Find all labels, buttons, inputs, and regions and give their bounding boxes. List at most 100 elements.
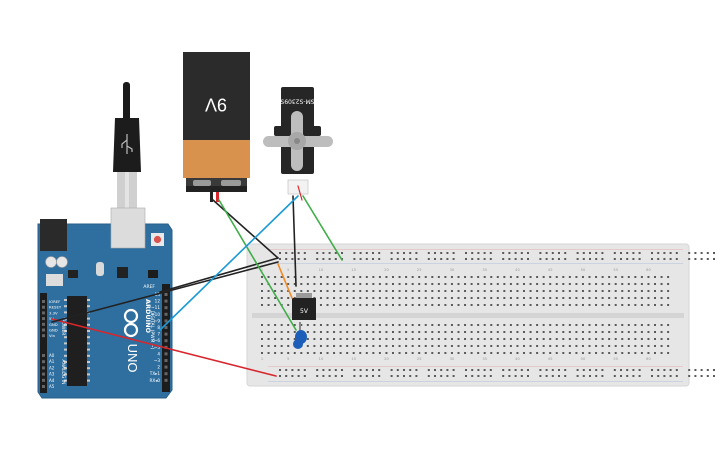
breadboard-hole xyxy=(601,297,604,299)
header-pin-hole[interactable] xyxy=(164,365,168,369)
breadboard-rail-hole xyxy=(613,375,616,377)
header-pin-hole[interactable] xyxy=(164,339,168,343)
breadboard-rail-hole xyxy=(669,369,672,371)
breadboard-hole xyxy=(621,331,624,333)
usb-cable-wire xyxy=(123,82,130,122)
breadboard-rail-hole xyxy=(365,369,368,371)
header-pin-hole[interactable] xyxy=(164,378,168,382)
breadboard-hole xyxy=(267,338,270,340)
breadboard-hole xyxy=(405,352,408,354)
header-pin-hole[interactable] xyxy=(164,293,168,296)
breadboard-rail-hole xyxy=(446,252,449,254)
breadboard-hole xyxy=(398,283,401,285)
breadboard-hole xyxy=(516,345,519,347)
usb-controller-chip xyxy=(117,267,128,278)
breadboard-rail-hole xyxy=(576,369,579,371)
header-pin-hole[interactable] xyxy=(42,372,45,376)
chip-pin xyxy=(64,299,67,301)
breadboard-hole xyxy=(319,290,322,292)
breadboard-hole xyxy=(575,283,578,285)
breadboard-hole xyxy=(431,297,434,299)
header-pin-hole[interactable] xyxy=(42,366,45,370)
breadboard-rail-hole xyxy=(545,375,548,377)
breadboard-hole xyxy=(261,338,263,340)
chip-pin xyxy=(64,305,67,308)
wire-green-servo xyxy=(302,195,343,261)
breadboard-hole xyxy=(667,290,670,292)
breadboard-hole xyxy=(319,283,322,285)
header-pin-hole[interactable] xyxy=(164,332,168,336)
breadboard-hole xyxy=(627,297,630,299)
breadboard-rail-hole xyxy=(576,252,579,254)
breadboard-hole xyxy=(483,283,486,285)
breadboard-hole xyxy=(437,283,440,285)
breadboard-hole xyxy=(523,276,525,278)
breadboard-rail-hole xyxy=(465,375,467,377)
header-pin-hole[interactable] xyxy=(42,311,45,315)
header-pin-hole[interactable] xyxy=(164,319,168,323)
header-pin-hole[interactable] xyxy=(164,306,168,310)
breadboard-rail-hole xyxy=(328,375,331,377)
breadboard-rail-hole xyxy=(297,252,300,254)
breadboard-hole xyxy=(287,283,290,285)
header-pin-hole[interactable] xyxy=(42,378,45,382)
header-pin-hole[interactable] xyxy=(42,328,45,332)
breadboard-hole xyxy=(667,338,670,340)
breadboard-rail-hole xyxy=(514,252,517,254)
chip-pin xyxy=(87,367,90,370)
header-pin-hole[interactable] xyxy=(42,322,45,326)
reset-button-cap[interactable] xyxy=(153,235,162,244)
breadboard-rail-hole xyxy=(558,258,560,260)
breadboard-rail-hole xyxy=(396,375,399,377)
power-pin-label: RESET xyxy=(49,305,62,310)
breadboard-rail-hole xyxy=(545,369,548,371)
header-pin-hole[interactable] xyxy=(42,334,45,338)
wire-red xyxy=(51,318,277,377)
breadboard-hole xyxy=(372,331,375,333)
breadboard-rail-hole xyxy=(601,369,604,371)
breadboard-holes xyxy=(261,252,715,377)
breadboard-rail-hole xyxy=(409,258,412,260)
breadboard-hole xyxy=(608,331,611,333)
breadboard-rail-hole xyxy=(365,258,368,260)
breadboard-rail-hole xyxy=(291,369,294,371)
breadboard-hole xyxy=(267,352,270,354)
breadboard-hole xyxy=(326,324,329,326)
header-pin-hole[interactable] xyxy=(42,300,45,303)
breadboard-hole xyxy=(581,304,584,306)
breadboard-hole xyxy=(614,338,617,340)
breadboard-hole xyxy=(359,331,362,333)
breadboard-hole xyxy=(621,338,624,340)
header-pin-hole[interactable] xyxy=(164,326,168,329)
breadboard-hole xyxy=(575,297,578,299)
header-pin-hole[interactable] xyxy=(42,360,45,364)
breadboard: 1155101015152020252530303535404045455050… xyxy=(246,243,715,387)
breadboard-hole xyxy=(431,324,434,326)
breadboard-hole xyxy=(267,297,270,299)
breadboard-hole xyxy=(640,345,643,347)
breadboard-hole xyxy=(464,283,467,285)
digital-pin-label: ~3 xyxy=(154,358,161,363)
header-pin-hole[interactable] xyxy=(164,352,168,356)
header-pin-hole[interactable] xyxy=(42,305,45,309)
header-pin-hole[interactable] xyxy=(164,372,168,376)
breadboard-hole xyxy=(431,283,434,285)
breadboard-column-number: 1 xyxy=(261,268,263,272)
header-pin-hole[interactable] xyxy=(42,354,45,357)
breadboard-hole xyxy=(654,352,656,354)
header-pin-hole[interactable] xyxy=(42,317,45,321)
header-pin-hole[interactable] xyxy=(42,385,45,388)
chip-pin xyxy=(64,311,67,314)
breadboard-hole xyxy=(424,345,427,347)
breadboard-hole xyxy=(313,290,316,292)
header-pin-hole[interactable] xyxy=(164,312,168,316)
header-pin-hole[interactable] xyxy=(164,299,168,303)
breadboard-column-number: 20 xyxy=(384,268,389,272)
breadboard-hole xyxy=(634,283,637,285)
aref-label: AREF xyxy=(143,284,155,290)
breadboard-hole xyxy=(647,276,650,278)
breadboard-hole xyxy=(562,276,565,278)
header-pin-hole[interactable] xyxy=(164,359,168,362)
breadboard-hole xyxy=(523,345,525,347)
